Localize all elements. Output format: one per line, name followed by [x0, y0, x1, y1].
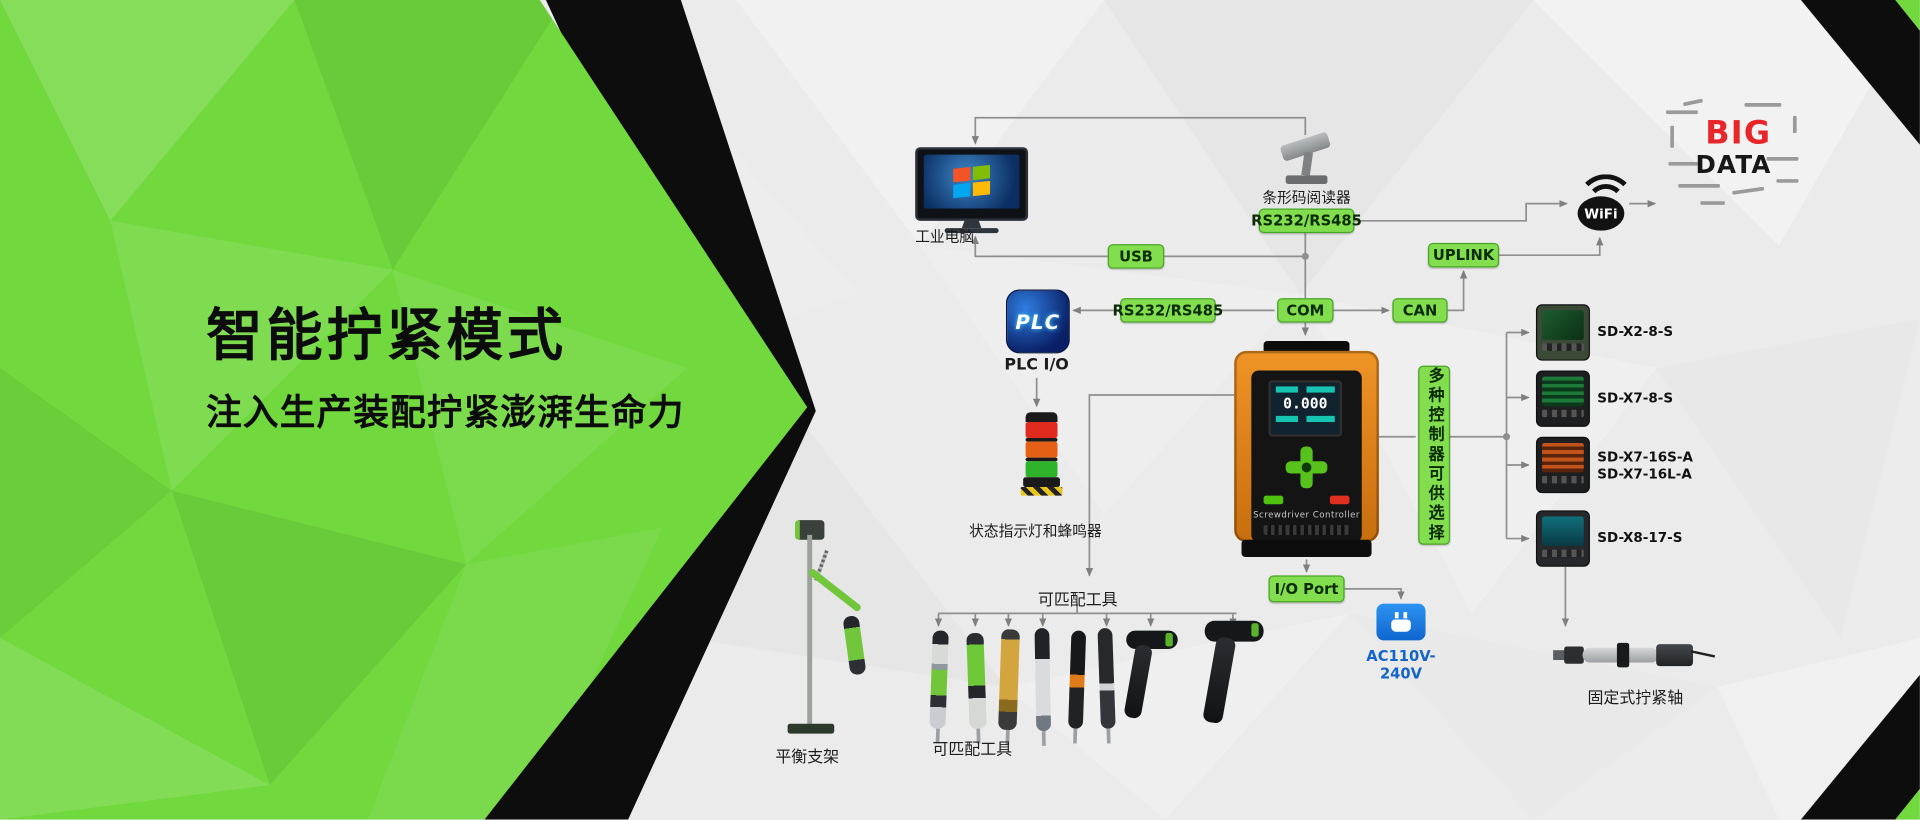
- word-cloud-bar: [1670, 125, 1674, 148]
- balance-base: [787, 723, 835, 734]
- controller-esc-button: [1329, 495, 1350, 505]
- model-3-label-b: SD-X7-16L-A: [1597, 466, 1692, 483]
- fixed-spindle: [1553, 631, 1716, 680]
- big-data-cloud: BIG DATA: [1659, 98, 1809, 213]
- model-4-screen: [1542, 516, 1584, 547]
- ac-power-label: AC110V-240V: [1366, 647, 1436, 683]
- tower-base: [1023, 477, 1060, 488]
- page-title: 智能拧紧模式: [206, 301, 567, 369]
- tool-pistol-driver-2: [1202, 620, 1266, 734]
- multi-controller-note: 多种控制器可供选择: [1418, 365, 1451, 545]
- word-cloud-bar: [1683, 98, 1703, 107]
- tool-screwdriver-6: [1097, 627, 1116, 744]
- controller-brand-text: Screwdriver Controller: [1253, 510, 1360, 521]
- controller-dpad: [1285, 446, 1328, 489]
- port-usb: USB: [1107, 244, 1165, 269]
- model-1-label: SD-X2-8-S: [1597, 323, 1674, 340]
- word-cloud-bar: [1665, 110, 1698, 115]
- model-3-screen: [1542, 442, 1584, 473]
- tower-hazard-plate: [1020, 487, 1063, 496]
- monitor-screen: [923, 154, 1020, 209]
- monitor-frame: [915, 147, 1029, 221]
- tool-screwdriver-1: [929, 630, 949, 744]
- controller-screen: 0.000: [1268, 380, 1343, 437]
- plc-icon: PLC: [1005, 289, 1070, 354]
- controller-bottom-flange: [1241, 539, 1372, 557]
- word-cloud-bar: [1700, 201, 1725, 205]
- word-cloud-bar: [1732, 186, 1765, 195]
- controller-model-4: [1535, 510, 1590, 567]
- page-subtitle: 注入生产装配拧紧澎湃生命力: [206, 390, 685, 433]
- tower-amber-segment: [1025, 441, 1058, 458]
- port-io: I/O Port: [1268, 575, 1345, 603]
- controller-model-2: [1535, 370, 1590, 427]
- model-1-screen: [1542, 310, 1584, 341]
- port-rs232-rs485-mid: RS232/RS485: [1113, 298, 1223, 323]
- balance-stand-label: 平衡支架: [775, 748, 840, 767]
- plug-icon: [1394, 612, 1408, 619]
- tool-screwdriver-5: [1068, 630, 1087, 744]
- model-4-label: SD-X8-17-S: [1597, 529, 1683, 546]
- balance-arm: [807, 567, 863, 613]
- tools-top-label: 可匹配工具: [1037, 591, 1118, 610]
- tools-bottom-label: 可匹配工具: [932, 740, 1013, 760]
- ac-power-adapter: [1376, 603, 1426, 641]
- wifi-icon: WiFi: [1573, 174, 1636, 235]
- port-uplink: UPLINK: [1427, 242, 1500, 268]
- hero-text-block: 智能拧紧模式 注入生产装配拧紧澎湃生命力: [206, 304, 684, 435]
- controller-ok-button: [1263, 495, 1284, 505]
- status-light-tower: [1020, 412, 1063, 515]
- model-2-label: SD-X7-8-S: [1597, 390, 1674, 407]
- controller-pin-strip: [1263, 525, 1350, 535]
- port-com: COM: [1277, 298, 1334, 323]
- word-cloud-bar: [1668, 161, 1698, 166]
- screen-info-row: [1275, 415, 1335, 423]
- controller-model-1: [1535, 304, 1590, 361]
- controller-model-3: [1535, 436, 1590, 494]
- screwdriver-controller: 0.000 Screwdriver Controller: [1234, 341, 1379, 567]
- screen-torque-value: 0.000: [1283, 395, 1328, 413]
- fixed-spindle-label: 固定式拧紧轴: [1587, 689, 1684, 708]
- model-3-label-a: SD-X7-16S-A: [1597, 449, 1693, 465]
- windows-logo-icon: [953, 164, 991, 199]
- word-cloud-bar: [1678, 184, 1720, 188]
- balance-pole: [807, 534, 813, 729]
- controller-front-panel: 0.000 Screwdriver Controller: [1251, 370, 1362, 543]
- screen-status-row: [1275, 386, 1335, 393]
- tool-screwdriver-4: [1034, 628, 1052, 746]
- plc-icon-text: PLC: [1015, 309, 1061, 334]
- tool-screwdriver-2: [966, 632, 987, 744]
- word-cloud-bar: [1744, 103, 1782, 107]
- plc-io-label: PLC I/O: [1004, 355, 1069, 375]
- port-rs232-rs485-top: RS232/RS485: [1251, 208, 1362, 234]
- scanner-base: [1285, 175, 1328, 185]
- tool-screwdriver-3: [998, 629, 1020, 745]
- wifi-badge: WiFi: [1577, 196, 1625, 231]
- word-cloud-bar: [1792, 115, 1797, 134]
- controller-body: 0.000 Screwdriver Controller: [1234, 350, 1379, 543]
- industrial-pc-label: 工业电脑: [915, 228, 975, 246]
- model-2-screen: [1542, 376, 1584, 407]
- balance-stand: [766, 520, 895, 741]
- tool-pistol-driver-1: [1123, 630, 1180, 732]
- big-data-word-big: BIG: [1705, 115, 1772, 153]
- barcode-reader: [1276, 131, 1337, 189]
- port-can: CAN: [1392, 298, 1448, 323]
- balance-hanging-tool: [842, 615, 867, 676]
- status-light-label: 状态指示灯和蜂鸣器: [969, 522, 1102, 540]
- barcode-reader-label: 条形码阅读器: [1262, 188, 1351, 207]
- tower-cap: [1025, 412, 1058, 423]
- big-data-word-data: DATA: [1695, 149, 1772, 180]
- tower-green-segment: [1025, 461, 1058, 478]
- controller-buttons: [1251, 495, 1361, 505]
- tower-red-segment: [1025, 422, 1058, 438]
- word-cloud-bar: [1776, 179, 1799, 183]
- scanner-neck: [1301, 151, 1314, 176]
